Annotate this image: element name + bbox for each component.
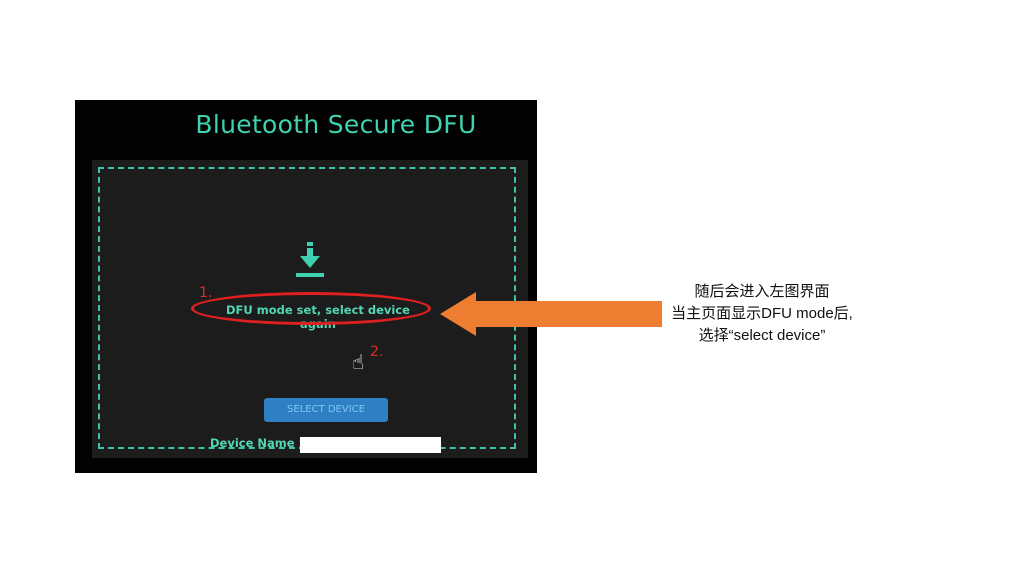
device-name-label: Device Name : <box>210 436 304 450</box>
select-device-button[interactable]: SELECT DEVICE <box>264 398 388 422</box>
device-name-input[interactable] <box>300 437 441 453</box>
note-line-2: 当主页面显示DFU mode后, <box>671 305 853 322</box>
instruction-note: 随后会进入左图界面 当主页面显示DFU mode后, 选择“select dev… <box>652 281 872 347</box>
app-screenshot: Bluetooth Secure DFU DFU mode set, selec… <box>75 100 537 473</box>
note-line-1: 随后会进入左图界面 <box>694 283 830 300</box>
app-title: Bluetooth Secure DFU <box>195 110 477 139</box>
highlight-ellipse <box>191 292 431 325</box>
note-line-3: 选择“select device” <box>698 327 826 344</box>
hand-pointer-icon: ☝ <box>352 350 365 374</box>
download-icon <box>296 242 324 277</box>
arrow-left-icon <box>440 292 662 336</box>
step-1-label: 1. <box>199 285 213 301</box>
step-2-label: 2. <box>370 344 384 360</box>
